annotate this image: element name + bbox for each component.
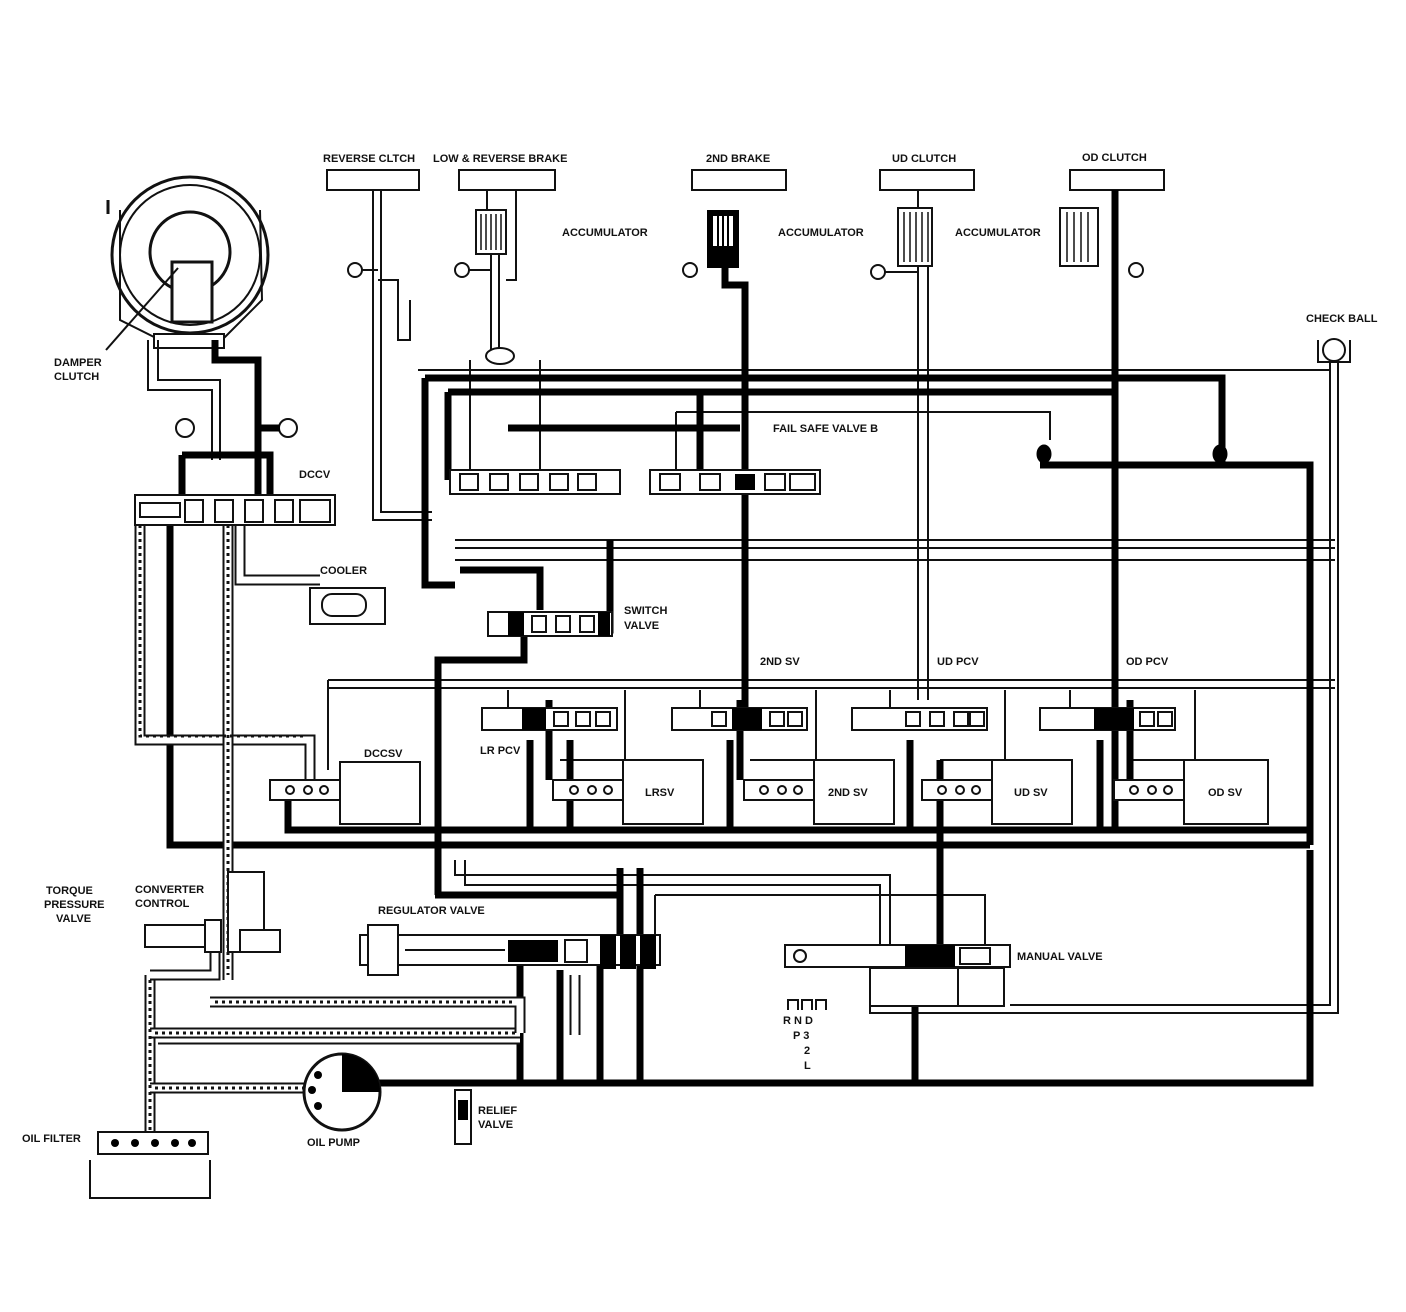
- label-ud-sv: UD SV: [1014, 787, 1048, 799]
- label-relief-valve-1: RELIEF: [478, 1105, 517, 1117]
- regulator-valve: [359, 924, 661, 976]
- fail-safe-valve-b-spool: [649, 469, 821, 495]
- label-lrsv: LRSV: [645, 787, 675, 799]
- thin-oil-lines: [147, 189, 1339, 1014]
- dccv-valve: [134, 494, 336, 526]
- label-ud-clutch: UD CLUTCH: [892, 153, 956, 165]
- ud-sv-solenoid: [921, 759, 1073, 825]
- label-cooler: COOLER: [320, 565, 367, 577]
- od-clutch-box: [1069, 169, 1165, 191]
- accumulator-od-clutch: [1059, 207, 1099, 267]
- relief-valve: [454, 1089, 472, 1145]
- accumulator-low-reverse: [475, 209, 507, 255]
- label-switch-valve-2: VALVE: [624, 620, 659, 632]
- label-torque-pressure-3: VALVE: [56, 913, 91, 925]
- label-ud-pcv: UD PCV: [937, 656, 979, 668]
- label-accumulator-3: ACCUMULATOR: [955, 227, 1041, 239]
- manual-valve: [784, 944, 1011, 1007]
- label-lr-pcv: LR PCV: [480, 745, 521, 757]
- accumulator-second-brake: [707, 210, 739, 268]
- label-gear-line2: P 3: [793, 1030, 809, 1042]
- oil-filter: [89, 1131, 211, 1199]
- ud-clutch-box: [879, 169, 975, 191]
- od-sv-solenoid: [1113, 759, 1269, 825]
- label-oil-pump: OIL PUMP: [307, 1137, 360, 1149]
- gear-position-marks: [787, 999, 827, 1010]
- thick-oil-lines: [166, 190, 1314, 1087]
- torque-converter: [106, 175, 270, 349]
- second-brake-box: [691, 169, 787, 191]
- cooler: [309, 587, 386, 625]
- label-oil-filter: OIL FILTER: [22, 1133, 81, 1145]
- ud-pcv-spool: [851, 707, 988, 731]
- label-od-pcv: OD PCV: [1126, 656, 1169, 668]
- labels: REVERSE CLTCH LOW & REVERSE BRAKE 2ND BR…: [22, 152, 1378, 1149]
- converter-control-valve: [144, 871, 281, 953]
- label-manual-valve: MANUAL VALVE: [1017, 951, 1103, 963]
- label-regulator-valve: REGULATOR VALVE: [378, 905, 485, 917]
- label-check-ball: CHECK BALL: [1306, 313, 1378, 325]
- pcv-spools: [481, 707, 1176, 731]
- label-torque-pressure-2: PRESSURE: [44, 899, 105, 911]
- label-second-sv-top: 2ND SV: [760, 656, 800, 668]
- label-relief-valve-2: VALVE: [478, 1119, 513, 1131]
- label-second-brake: 2ND BRAKE: [706, 153, 770, 165]
- check-ball: [1317, 338, 1351, 363]
- label-od-sv: OD SV: [1208, 787, 1243, 799]
- label-od-clutch: OD CLUTCH: [1082, 152, 1147, 164]
- label-reverse-clutch: REVERSE CLTCH: [323, 153, 415, 165]
- second-sv-solenoid: [743, 759, 895, 825]
- od-pcv-spool: [1039, 707, 1176, 731]
- reverse-clutch-box: [326, 169, 420, 191]
- label-second-sv: 2ND SV: [828, 787, 868, 799]
- label-fail-safe-valve-b: FAIL SAFE VALVE B: [773, 423, 878, 435]
- oil-pump: [302, 1052, 382, 1132]
- label-switch-valve-1: SWITCH: [624, 605, 667, 617]
- label-accumulator-1: ACCUMULATOR: [562, 227, 648, 239]
- label-gear-line4: L: [804, 1060, 811, 1072]
- lrsv-solenoid: [552, 759, 704, 825]
- label-gear-line1: R N D: [783, 1015, 813, 1027]
- dccsv-solenoid: [269, 761, 421, 825]
- second-pcv-spool: [671, 707, 808, 731]
- lr-pcv-spool: [481, 707, 618, 731]
- low-reverse-brake-box: [458, 169, 556, 191]
- orifice-circles: [175, 262, 1144, 438]
- label-converter-control-1: CONVERTER: [135, 884, 204, 896]
- label-dccsv: DCCSV: [364, 748, 403, 760]
- label-converter-control-2: CONTROL: [135, 898, 190, 910]
- solenoid-valves: [269, 759, 1269, 825]
- label-dccv: DCCV: [299, 469, 331, 481]
- junction-dots: [485, 347, 1228, 464]
- lr-control-valve-spool: [449, 469, 621, 495]
- label-damper-clutch-1: DAMPER: [54, 357, 102, 369]
- label-low-reverse-brake: LOW & REVERSE BRAKE: [433, 153, 567, 165]
- hatched-dots: [138, 525, 515, 1145]
- accumulator-ud-clutch: [897, 207, 933, 267]
- label-gear-line3: 2: [804, 1045, 810, 1057]
- damper-clutch-leader: [105, 267, 179, 351]
- label-damper-clutch-2: CLUTCH: [54, 371, 99, 383]
- label-torque-pressure-1: TORQUE: [46, 885, 93, 897]
- switch-valve-spool: [487, 611, 613, 637]
- label-accumulator-2: ACCUMULATOR: [778, 227, 864, 239]
